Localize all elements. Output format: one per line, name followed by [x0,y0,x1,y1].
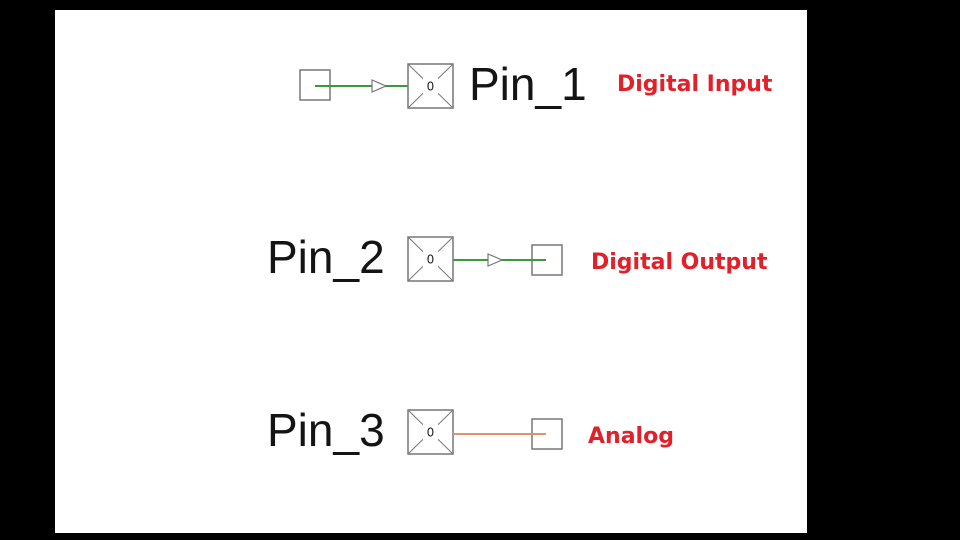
pin-1-name: Pin_1 [469,58,587,110]
pin-1-mode-label: Digital Input [617,72,773,97]
pin-1-graphics: 0 [299,63,454,109]
pin-2-mode-label: Digital Output [591,250,768,275]
pin-3-value: 0 [427,426,435,440]
diagram-canvas: 0 0 0 [55,10,807,533]
pin-2-direction-arrow-icon [487,253,504,267]
pin-3-mode-label: Analog [588,424,674,449]
pin-2-graphics: 0 [407,236,563,282]
pin-1-symbol-icon[interactable]: 0 [407,63,454,109]
pin-3-name: Pin_3 [267,404,385,456]
pin-1-value: 0 [427,80,435,94]
pin-2-name: Pin_2 [267,231,385,283]
pin-1-direction-arrow-icon [371,79,388,93]
pin-2-value: 0 [427,253,435,267]
pin-3-graphics: 0 [407,409,563,455]
pin-2-symbol-icon[interactable]: 0 [407,236,454,282]
pin-3-symbol-icon[interactable]: 0 [407,409,454,455]
